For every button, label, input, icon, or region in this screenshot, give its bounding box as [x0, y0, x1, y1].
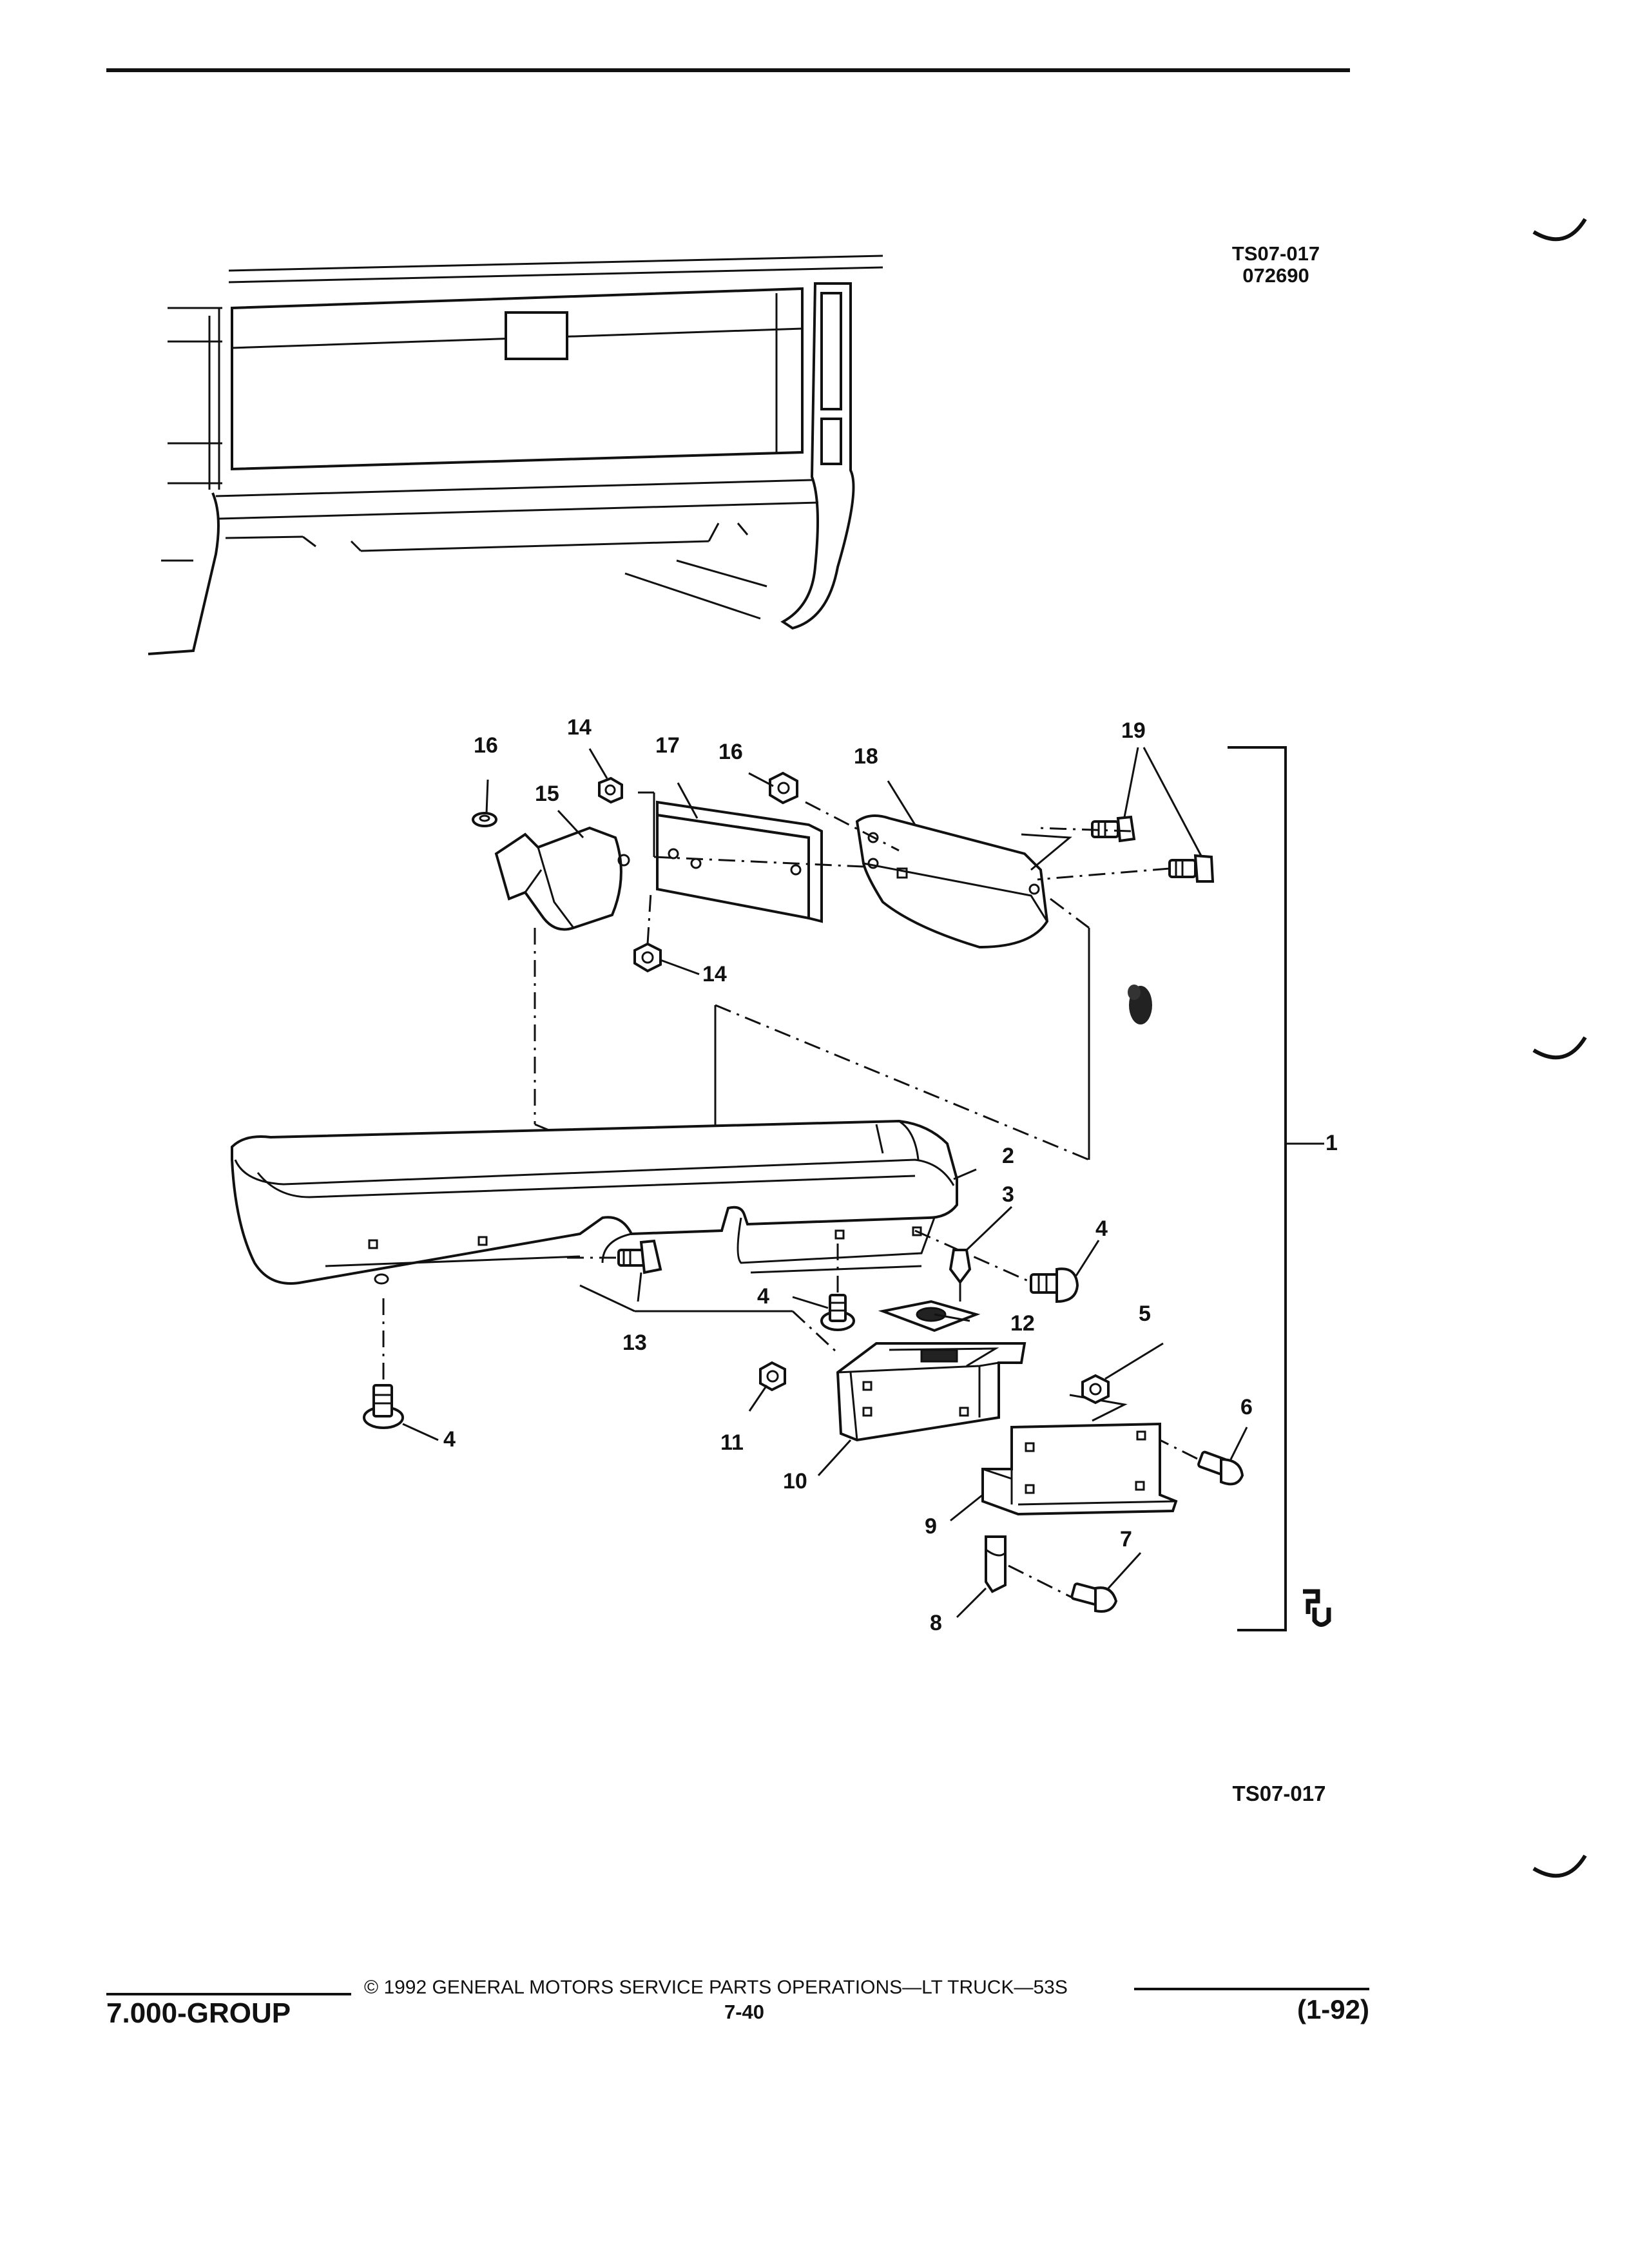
callout-7: 7 [1120, 1527, 1132, 1552]
lower-hardware [363, 1239, 1244, 1613]
footer-page-number: 7-40 [724, 2001, 765, 2023]
callout-1: 1 [1325, 1131, 1338, 1155]
callout-18: 18 [854, 744, 878, 769]
callout-5: 5 [1139, 1302, 1151, 1326]
su-logo-icon [1303, 1589, 1331, 1627]
footer-group: 7.000-GROUP [106, 1997, 291, 2029]
callout-6: 6 [1240, 1395, 1253, 1419]
callout-13: 13 [622, 1331, 647, 1355]
callout-4b: 4 [757, 1284, 769, 1309]
callout-9: 9 [925, 1514, 937, 1539]
callout-16b: 16 [718, 740, 743, 764]
callout-16a: 16 [474, 733, 498, 758]
callout-8: 8 [930, 1611, 942, 1635]
binding-marks [1532, 218, 1587, 1878]
leader-lines [402, 746, 1324, 1631]
upper-brackets [472, 771, 1215, 973]
callout-10: 10 [783, 1469, 807, 1494]
callout-12: 12 [1010, 1311, 1035, 1336]
callout-labels: 1 2 3 4 4 4 5 6 7 8 9 10 11 12 13 14 14 … [443, 715, 1338, 1635]
callout-3: 3 [1002, 1182, 1014, 1207]
top-rule [106, 68, 1350, 72]
rear-bumper [231, 1119, 958, 1285]
callout-11: 11 [720, 1430, 744, 1455]
callout-4c: 4 [443, 1427, 456, 1452]
footer-revision: (1-92) [1296, 1994, 1369, 2024]
callout-4a: 4 [1095, 1216, 1108, 1241]
callout-14b: 14 [702, 962, 727, 986]
callout-17: 17 [655, 733, 680, 758]
figure-id-top: TS07-017 [1231, 242, 1320, 265]
footer-copyright: © 1992 GENERAL MOTORS SERVICE PARTS OPER… [364, 1977, 1068, 1998]
callout-14a: 14 [567, 715, 592, 740]
ink-smudge [1128, 985, 1152, 1024]
callout-15: 15 [535, 782, 559, 806]
callout-19: 19 [1121, 718, 1146, 743]
callout-2: 2 [1002, 1144, 1014, 1168]
figure-id-bottom: TS07-017 [1232, 1782, 1326, 1805]
footer-rule-left [106, 1993, 351, 1995]
footer-rule-right [1134, 1988, 1369, 1990]
truck-rear-view [148, 255, 883, 655]
figure-date: 072690 [1242, 264, 1309, 287]
